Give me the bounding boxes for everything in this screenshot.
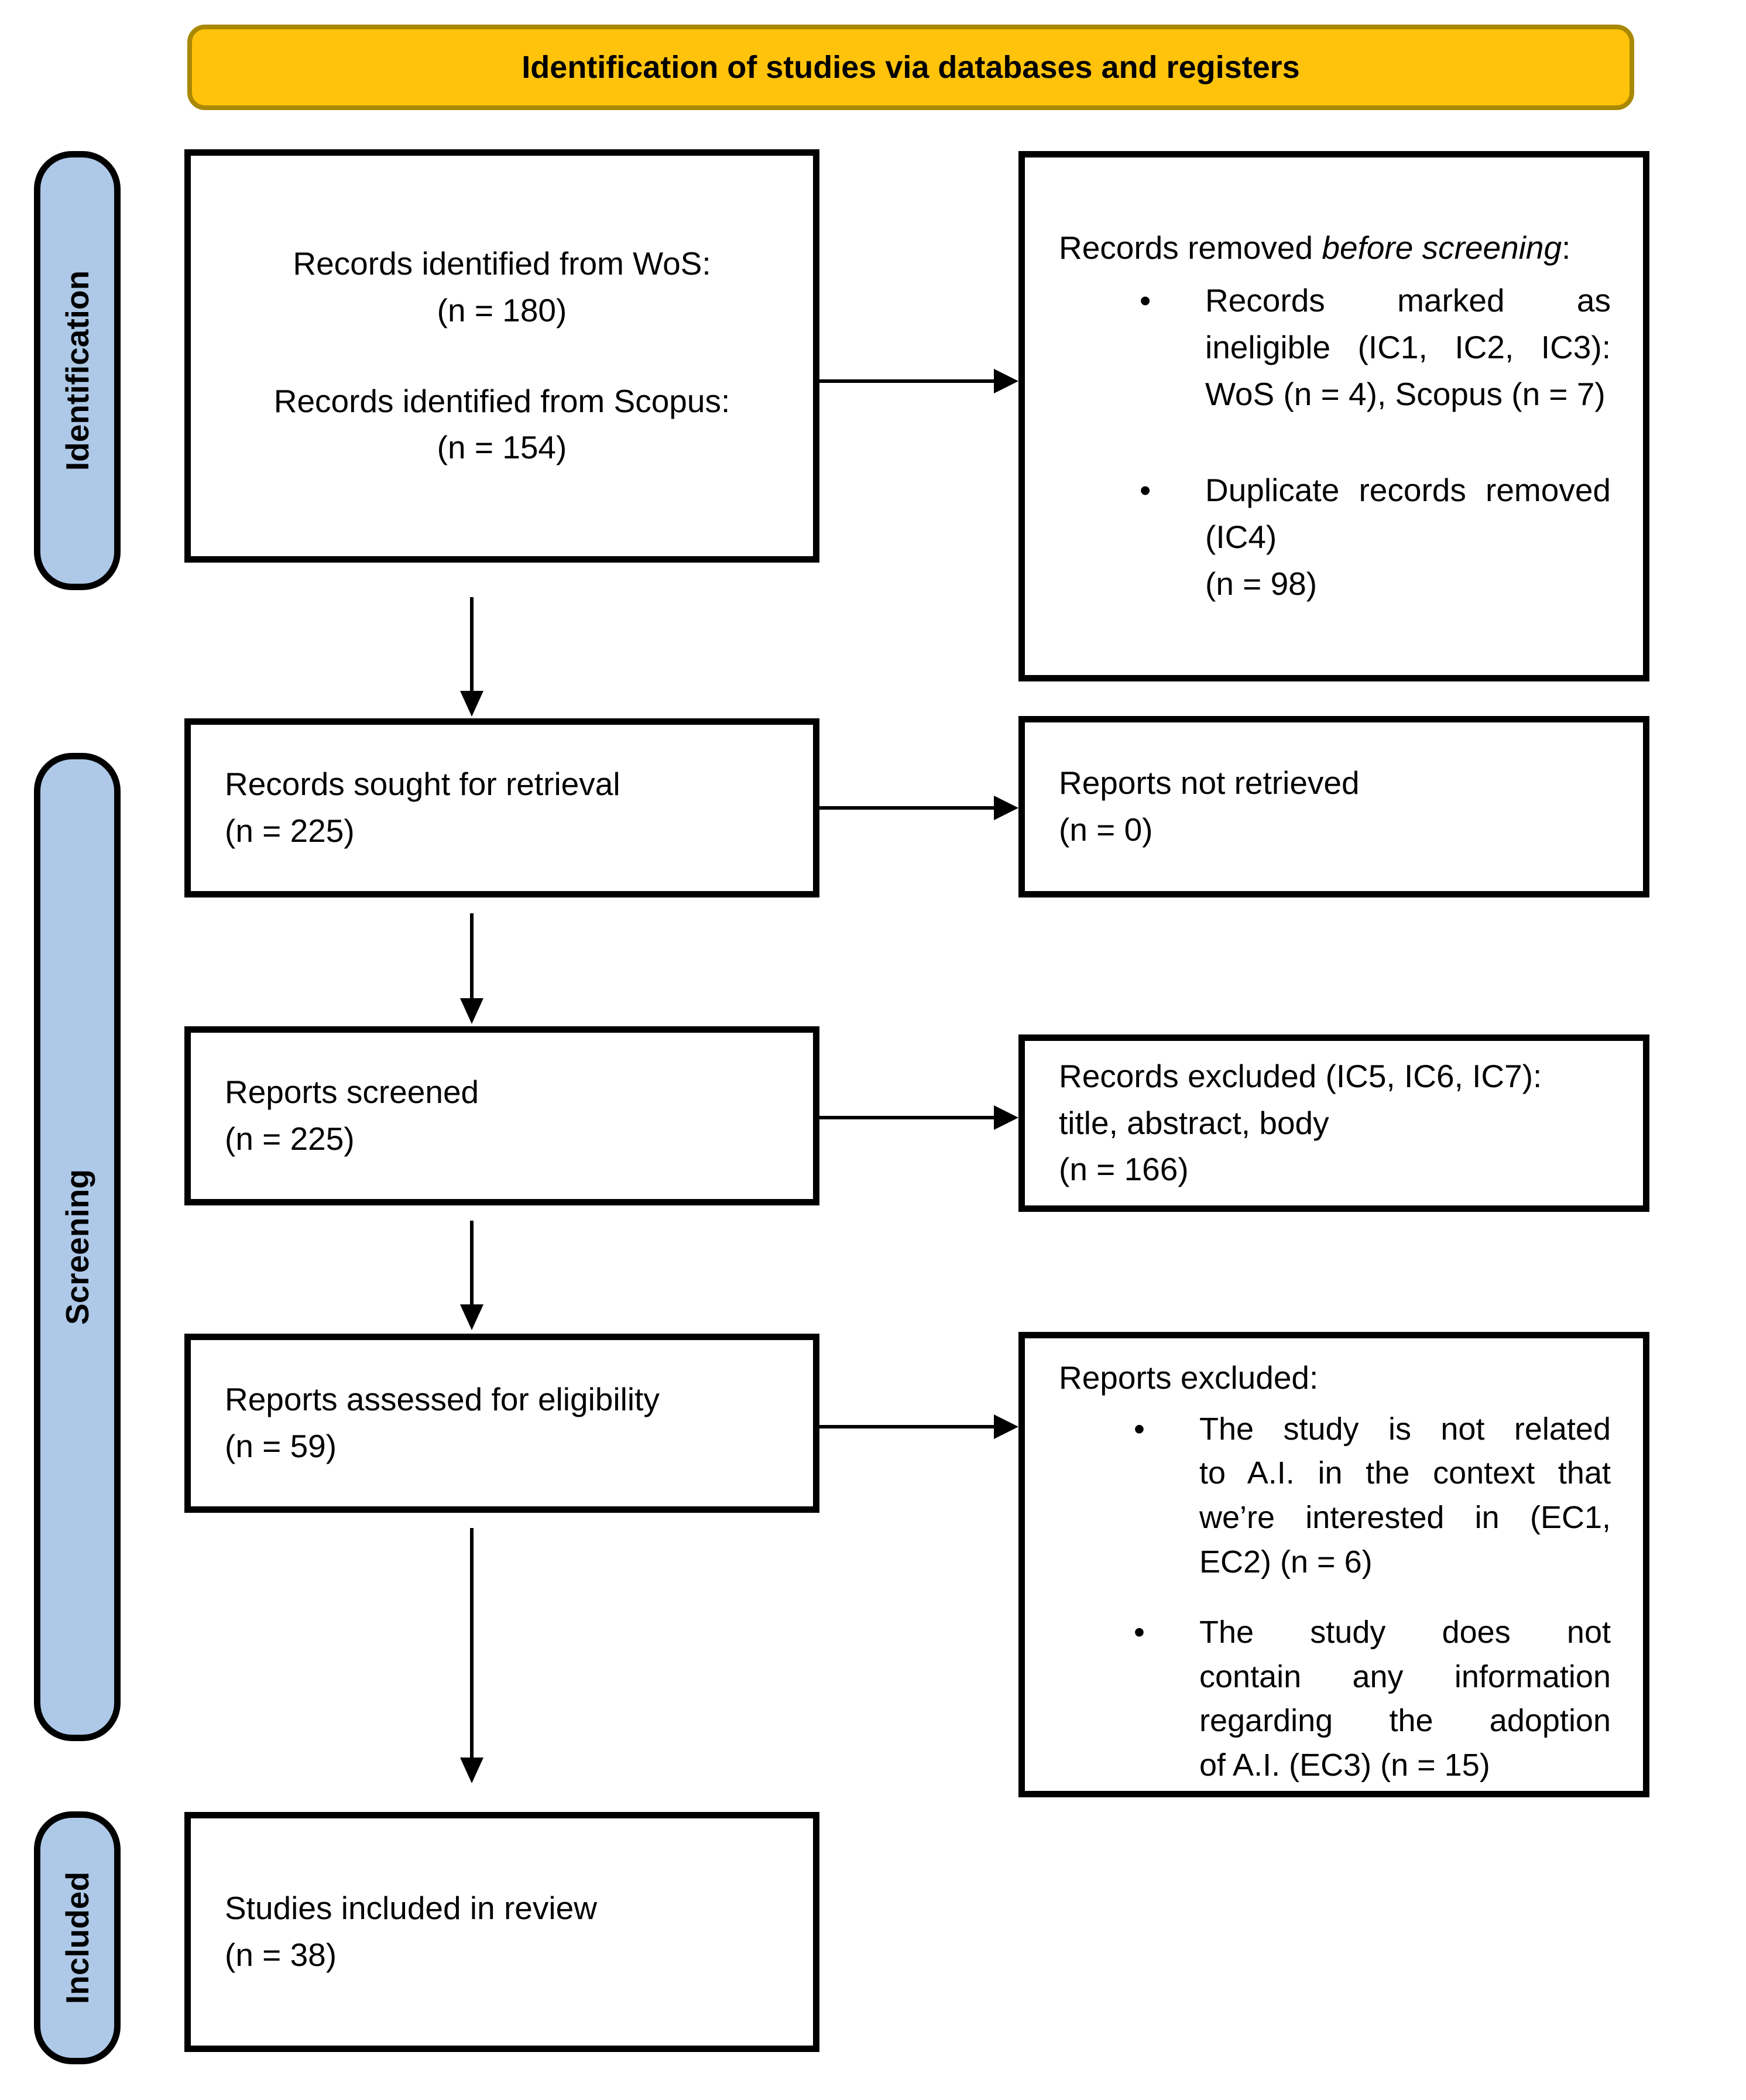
arrow-assessed-to-included	[460, 1528, 483, 1783]
box-records-removed-before-screening: Records removed before screening: Record…	[1018, 151, 1649, 681]
bullet-ineligible-records: Records marked as ineligible (IC1, IC2, …	[1140, 278, 1611, 417]
banner-title: Identification of studies via databases …	[522, 50, 1300, 85]
reports-screened-count: (n = 225)	[225, 1121, 355, 1157]
box-reports-not-retrieved: Reports not retrieved (n = 0)	[1018, 716, 1649, 897]
reports-assessed-label: Reports assessed for eligibility	[225, 1381, 660, 1418]
box-records-sought: Records sought for retrieval (n = 225)	[184, 718, 819, 897]
box-reports-assessed: Reports assessed for eligibility (n = 59…	[184, 1334, 819, 1513]
reports-assessed-count: (n = 59)	[225, 1428, 337, 1464]
box-records-identified: Records identified from WoS: (n = 180) R…	[184, 149, 819, 563]
banner: Identification of studies via databases …	[187, 25, 1634, 110]
studies-included-count: (n = 38)	[225, 1937, 337, 1973]
arrow-assessed-to-reports-excluded	[819, 1414, 1018, 1439]
records-identified-wos-count: (n = 180)	[437, 292, 567, 328]
stage-label-screening: Screening	[59, 1169, 95, 1325]
box-reports-screened: Reports screened (n = 225)	[184, 1026, 819, 1205]
reports-screened-label: Reports screened	[225, 1074, 479, 1111]
spacer	[191, 334, 813, 378]
before-screening-italic: before screening	[1322, 229, 1562, 266]
records-identified-scopus-label: Records identified from Scopus:	[273, 382, 730, 419]
records-sought-count: (n = 225)	[225, 813, 355, 849]
bullet-study-no-adoption-info: The study does not contain any informati…	[1134, 1611, 1611, 1787]
studies-included-label: Studies included in review	[225, 1890, 597, 1927]
arrow-identified-to-sought	[460, 597, 483, 717]
box-reports-excluded: Reports excluded: The study is not relat…	[1018, 1332, 1649, 1797]
reports-not-retrieved-count: (n = 0)	[1059, 811, 1153, 848]
stage-bar-included: Included	[34, 1811, 121, 2064]
records-removed-bullet-list: Records marked as ineligible (IC1, IC2, …	[1140, 278, 1611, 608]
arrow-sought-to-not-retrieved	[819, 796, 1018, 820]
stage-label-identification: Identification	[59, 270, 96, 471]
reports-excluded-title: Reports excluded:	[1059, 1359, 1319, 1396]
bullet-study-not-related: The study is not related to A.I. in the …	[1134, 1407, 1611, 1584]
arrow-identified-to-removed	[819, 369, 1018, 393]
box-records-excluded: Records excluded (IC5, IC6, IC7): title,…	[1018, 1034, 1649, 1212]
stage-bar-identification: Identification	[34, 151, 121, 590]
records-excluded-count: (n = 166)	[1059, 1151, 1189, 1188]
bullet-duplicate-records: Duplicate records removed (IC4) (n = 98)	[1140, 467, 1611, 607]
records-excluded-line2: title, abstract, body	[1059, 1104, 1329, 1141]
stage-bar-screening: Screening	[34, 753, 121, 1741]
records-identified-scopus-count: (n = 154)	[437, 429, 567, 466]
arrow-screened-to-assessed	[460, 1221, 483, 1330]
records-identified-wos-label: Records identified from WoS:	[293, 245, 711, 282]
records-removed-title: Records removed before screening:	[1059, 229, 1571, 266]
reports-excluded-bullet-list: The study is not related to A.I. in the …	[1134, 1407, 1611, 1788]
stage-label-included: Included	[59, 1871, 95, 2005]
box-studies-included: Studies included in review (n = 38)	[184, 1812, 819, 2052]
records-excluded-line1: Records excluded (IC5, IC6, IC7):	[1059, 1057, 1542, 1094]
arrow-sought-to-screened	[460, 913, 483, 1024]
arrow-screened-to-records-excluded	[819, 1105, 1018, 1130]
records-sought-label: Records sought for retrieval	[225, 766, 620, 803]
reports-not-retrieved-label: Reports not retrieved	[1059, 765, 1360, 801]
